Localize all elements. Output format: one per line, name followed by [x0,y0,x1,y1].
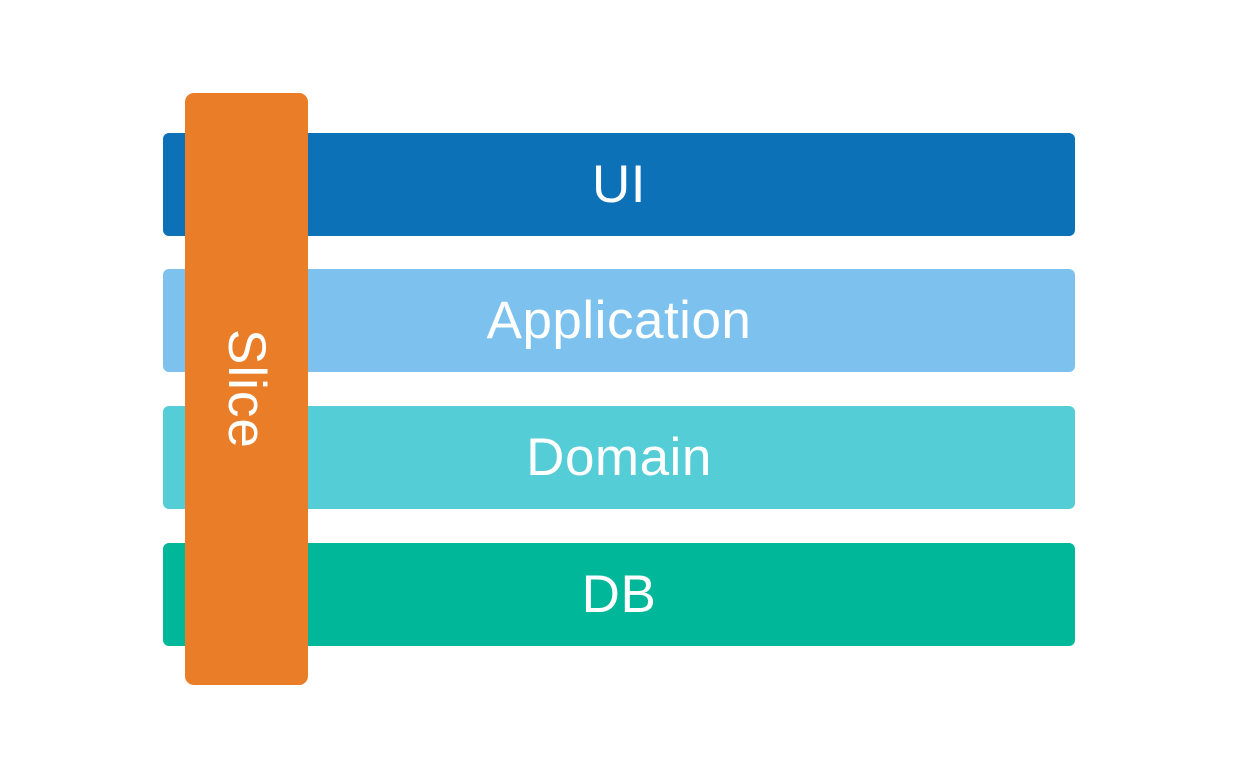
layer-bar-ui: UI [163,133,1075,236]
layer-label-ui: UI [592,155,646,214]
layer-label-db: DB [581,565,657,624]
layer-label-domain: Domain [526,428,712,487]
layer-bar-application: Application [163,269,1075,372]
layer-bar-domain: Domain [163,406,1075,509]
layer-label-application: Application [486,291,752,350]
slice-bar: Slice [185,93,308,685]
slice-label: Slice [217,329,276,449]
layer-bar-db: DB [163,543,1075,646]
